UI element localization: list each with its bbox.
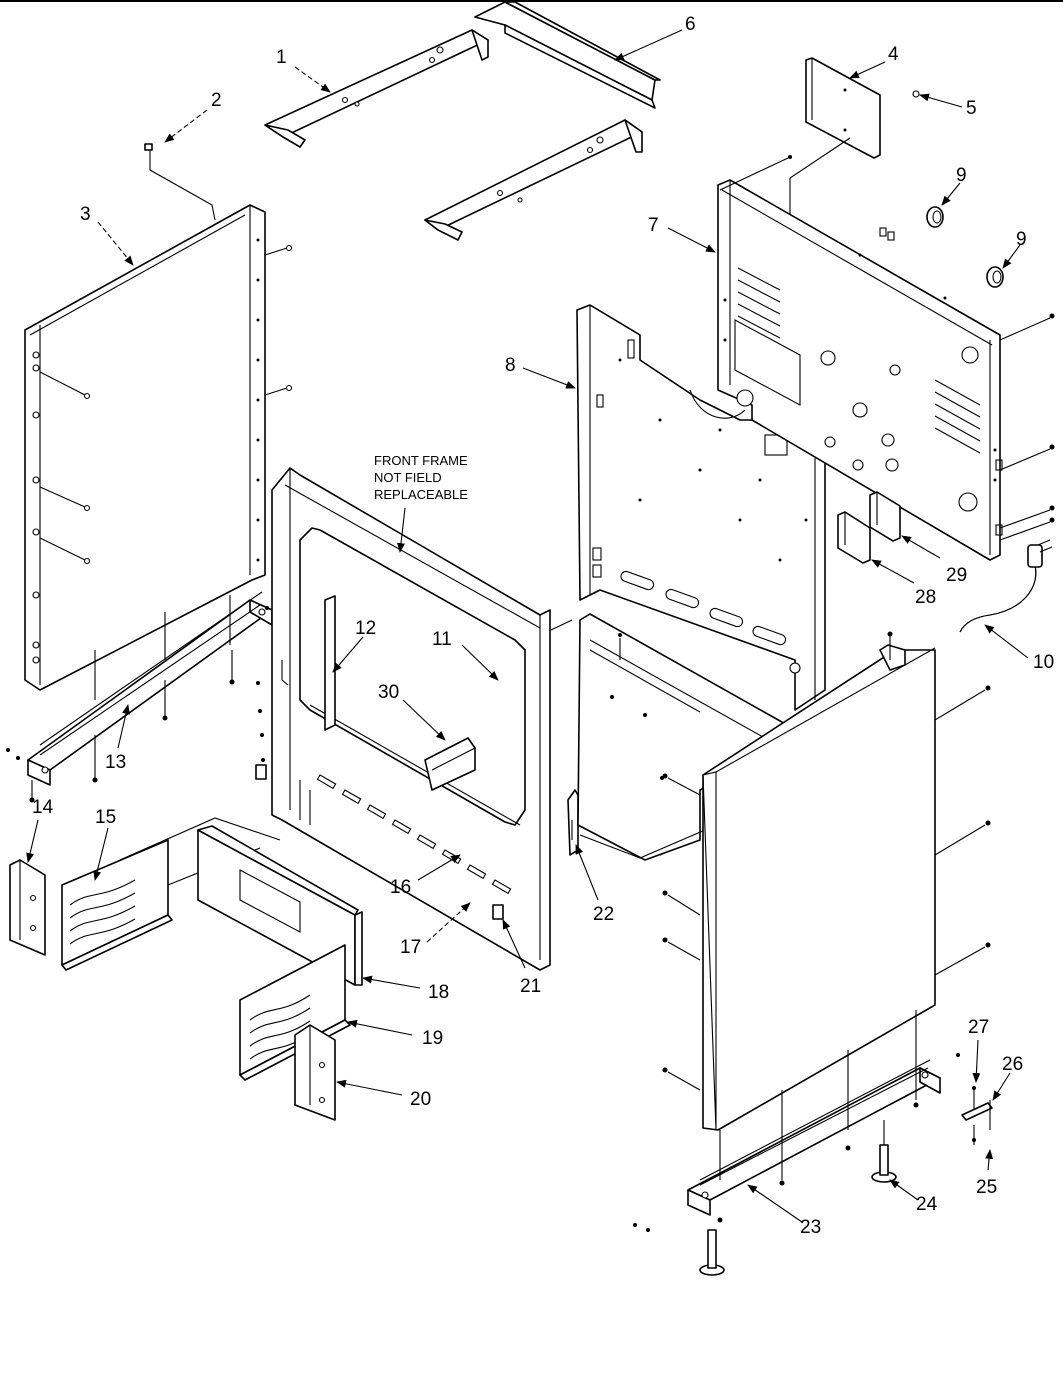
part-5-screw — [912, 90, 920, 98]
part-10-power-cord — [959, 539, 1053, 633]
note-line-3: REPLACEABLE — [374, 487, 468, 502]
callout-27: 27 — [968, 1017, 989, 1038]
callout-2: 2 — [211, 90, 222, 111]
callout-11: 11 — [432, 629, 452, 650]
part-3-left-side-panel — [24, 204, 266, 691]
callout-17: 17 — [400, 937, 421, 958]
callout-14: 14 — [32, 797, 54, 818]
part-1-top-bracket — [264, 29, 489, 148]
callout-9b: 9 — [1016, 229, 1027, 250]
left-panel-screws — [39, 244, 293, 565]
note-line-2: NOT FIELD — [374, 470, 442, 485]
callout-3: 3 — [80, 204, 91, 225]
rear-panel-screws — [719, 155, 1055, 541]
part-6-angle-rail — [474, 1, 661, 109]
callout-20: 20 — [410, 1089, 431, 1110]
callout-8: 8 — [505, 355, 516, 376]
part-right-side-panel — [662, 631, 991, 1131]
callout-18: 18 — [428, 982, 449, 1003]
part-leveling-foot-front — [699, 1229, 725, 1276]
callout-25: 25 — [976, 1177, 997, 1198]
callout-9a: 9 — [956, 165, 967, 186]
part-20-end-cap — [294, 1024, 336, 1121]
part-2-screw — [144, 143, 216, 221]
front-frame-note: FRONT FRAME NOT FIELD REPLACEABLE — [374, 453, 468, 502]
part-23-bottom-rail-right — [633, 1010, 960, 1232]
callout-15: 15 — [95, 807, 116, 828]
callout-26: 26 — [1002, 1054, 1023, 1075]
part-28-bracket — [837, 511, 871, 564]
callout-leaders — [26, 29, 1029, 1223]
callout-12: 12 — [355, 618, 376, 639]
callout-23: 23 — [800, 1217, 821, 1238]
part-24-leveling-foot — [871, 1120, 897, 1183]
callout-7: 7 — [648, 215, 659, 236]
callout-24: 24 — [916, 1194, 938, 1215]
part-29-bracket — [869, 491, 901, 542]
part-26-clip — [961, 1100, 993, 1130]
callout-16: 16 — [390, 877, 411, 898]
part-25-screw — [972, 1125, 976, 1145]
callout-29: 29 — [946, 565, 967, 586]
part-27-screw — [972, 1086, 976, 1110]
callout-labels: 1 2 3 4 5 6 7 8 9 9 10 11 12 13 14 15 16… — [32, 14, 1054, 1238]
part-18-front-panel — [197, 825, 363, 986]
callout-4: 4 — [888, 44, 899, 65]
part-15-vented-cover — [61, 839, 173, 971]
callout-30: 30 — [378, 682, 399, 703]
callout-10: 10 — [1033, 652, 1054, 673]
part-bottom-pan — [577, 613, 806, 861]
part-lower-top-bracket — [424, 119, 643, 241]
callout-21: 21 — [520, 976, 541, 997]
callout-1: 1 — [276, 47, 287, 68]
callout-28: 28 — [915, 587, 936, 608]
callout-6: 6 — [685, 14, 696, 35]
part-30-bracket — [424, 737, 476, 791]
part-4-cover-plate — [789, 57, 881, 215]
callout-13: 13 — [105, 752, 126, 773]
part-14-end-cap — [9, 859, 46, 956]
part-7-rear-panel — [717, 179, 1003, 561]
callout-5: 5 — [966, 98, 977, 119]
note-line-1: FRONT FRAME — [374, 453, 468, 468]
part-9-grommet-lower — [986, 266, 1004, 288]
callout-19: 19 — [422, 1028, 443, 1049]
part-9-grommet-upper — [926, 206, 944, 228]
callout-22: 22 — [593, 904, 614, 925]
